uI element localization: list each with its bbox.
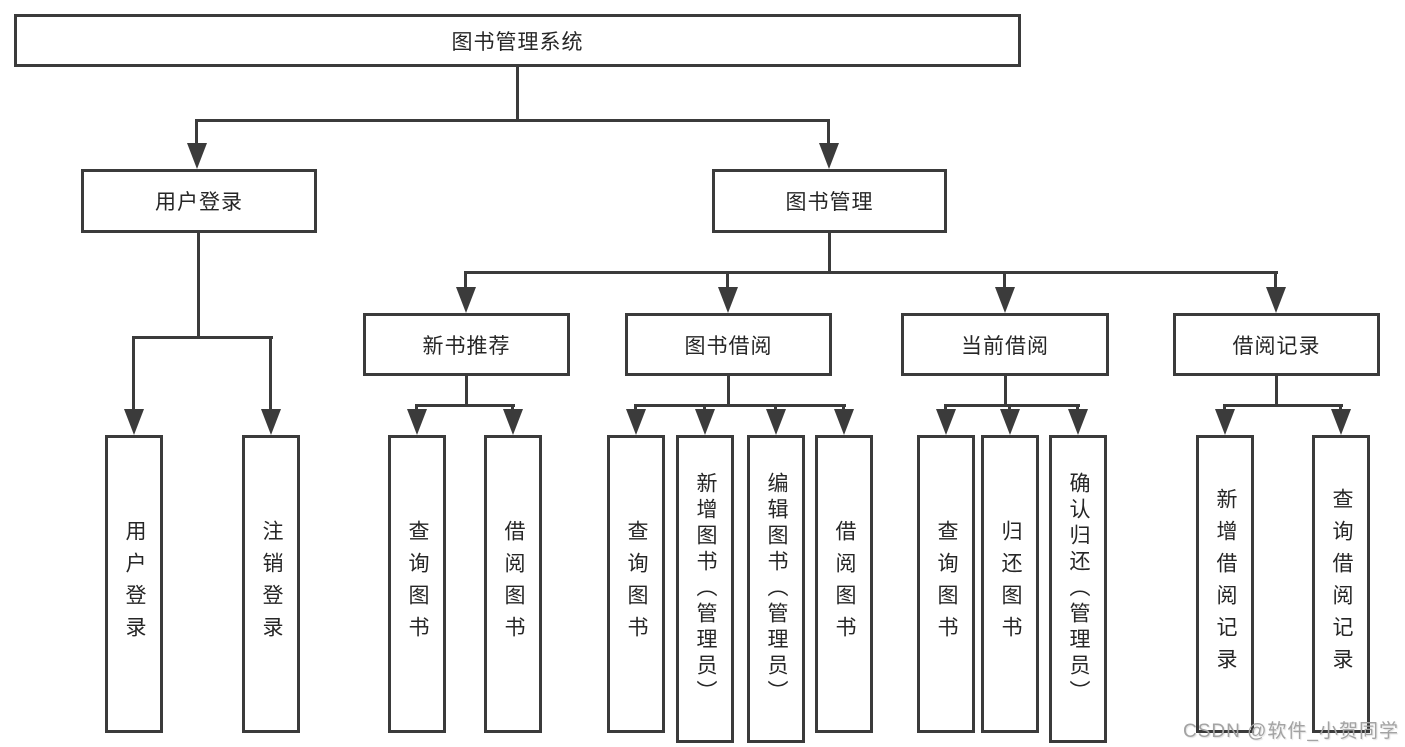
connector-book-borrowing-bus xyxy=(635,404,846,407)
arrow-down-icon xyxy=(834,404,854,435)
leaf-query-books-recommend: 查询图书 xyxy=(388,435,446,733)
connector-new-book-bus xyxy=(416,404,515,407)
arrow-down-icon xyxy=(187,119,207,169)
arrow-down-icon xyxy=(718,271,738,313)
node-user-login: 用户登录 xyxy=(81,169,317,233)
connector-current-borrowing-bus xyxy=(945,404,1080,407)
node-book-borrowing: 图书借阅 xyxy=(625,313,832,376)
arrow-down-icon xyxy=(1331,404,1351,435)
node-new-book-recommendation: 新书推荐 xyxy=(363,313,570,376)
connector-book-management-stem xyxy=(828,233,831,274)
connector-book-borrowing-stem xyxy=(727,376,730,407)
connector-new-book-stem xyxy=(465,376,468,407)
connector-borrowing-records-stem xyxy=(1275,376,1278,407)
connector-user-login-stem xyxy=(197,233,200,339)
arrow-down-icon xyxy=(819,119,839,169)
leaf-query-borrow-record: 查询借阅记录 xyxy=(1312,435,1370,733)
node-current-borrowing: 当前借阅 xyxy=(901,313,1109,376)
arrow-down-icon xyxy=(1000,404,1020,435)
leaf-edit-book-admin: 编辑图书（管理员） xyxy=(747,435,805,743)
leaf-add-book-admin: 新增图书（管理员） xyxy=(676,435,734,743)
connector-level3-bus xyxy=(465,271,1278,274)
arrow-down-icon xyxy=(695,404,715,435)
arrow-down-icon xyxy=(407,404,427,435)
connector-borrowing-records-bus xyxy=(1224,404,1343,407)
connector-level2-bus xyxy=(196,119,830,122)
watermark-text: CSDN @软件_小贺同学 xyxy=(1183,721,1399,742)
leaf-borrow-books-recommend: 借阅图书 xyxy=(484,435,542,733)
leaf-query-books-current: 查询图书 xyxy=(917,435,975,733)
connector-root-stem xyxy=(516,67,519,122)
node-borrowing-records: 借阅记录 xyxy=(1173,313,1380,376)
leaf-confirm-return-admin: 确认归还（管理员） xyxy=(1049,435,1107,743)
arrow-down-icon xyxy=(1215,404,1235,435)
leaf-add-borrow-record: 新增借阅记录 xyxy=(1196,435,1254,733)
arrow-down-icon xyxy=(503,404,523,435)
leaf-user-login: 用户登录 xyxy=(105,435,163,733)
arrow-down-icon xyxy=(456,271,476,313)
arrow-down-icon xyxy=(124,336,144,435)
arrow-down-icon xyxy=(995,271,1015,313)
node-library-management-system: 图书管理系统 xyxy=(14,14,1021,67)
leaf-logout: 注销登录 xyxy=(242,435,300,733)
arrow-down-icon xyxy=(626,404,646,435)
arrow-down-icon xyxy=(1068,404,1088,435)
arrow-down-icon xyxy=(1266,271,1286,313)
leaf-borrow-books-borrowing: 借阅图书 xyxy=(815,435,873,733)
arrow-down-icon xyxy=(261,336,281,435)
leaf-query-books-borrowing: 查询图书 xyxy=(607,435,665,733)
node-book-management: 图书管理 xyxy=(712,169,947,233)
connector-current-borrowing-stem xyxy=(1004,376,1007,407)
arrow-down-icon xyxy=(936,404,956,435)
connector-user-login-bus xyxy=(133,336,273,339)
arrow-down-icon xyxy=(766,404,786,435)
leaf-return-books: 归还图书 xyxy=(981,435,1039,733)
